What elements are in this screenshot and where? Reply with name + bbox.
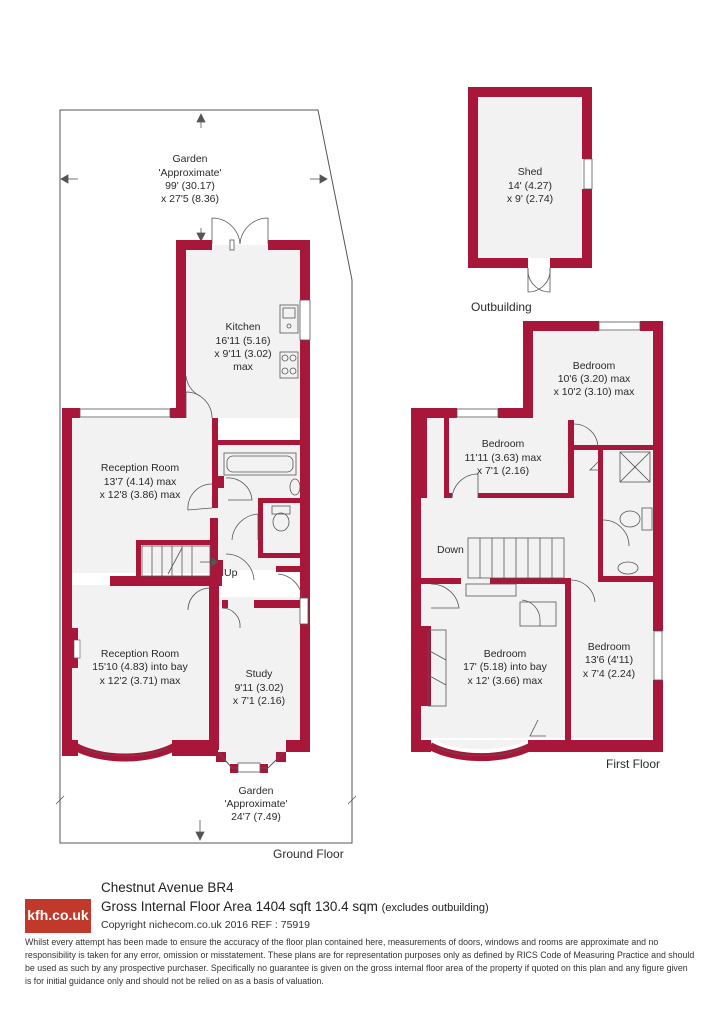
ground-floor-floors [72, 245, 300, 763]
ground-floor-walls [62, 240, 310, 773]
bedroom-rear-right-name: Bedroom [573, 360, 616, 372]
bedroom-front-right-name: Bedroom [588, 641, 631, 653]
bedroom-rear-right-dim1: 10'6 (3.20) max [558, 373, 631, 385]
garden-front-dim1: 24'7 (7.49) [231, 811, 281, 823]
kitchen-dim2: x 9'11 (3.02) [214, 348, 271, 360]
reception-rear-dim2: x 12'8 (3.86) max [100, 489, 182, 501]
gia-text: Gross Internal Floor Area 1404 sqft 130.… [101, 899, 378, 914]
disclaimer: Whilst every attempt has been made to en… [25, 937, 695, 986]
garden-boundary [59, 109, 353, 844]
kitchen-fittings [185, 304, 299, 397]
kitchen-name: Kitchen [225, 321, 260, 333]
ground-floor-doors [185, 391, 303, 629]
ground-floor-stairs [141, 545, 219, 577]
reception-rear-dim1: 13'7 (4.14) max [104, 476, 177, 488]
ground-floor-bathroom-fittings [223, 452, 301, 532]
bedroom-front-right-dim1: 13'6 (4'11) [585, 654, 633, 666]
stairs-up-label: Up [224, 567, 238, 579]
first-floor-walls [411, 321, 663, 752]
first-floor-title: First Floor [606, 757, 660, 771]
study-dim1: 9'11 (3.02) [234, 682, 283, 694]
shed-dim1: 14' (4.27) [508, 180, 552, 192]
bedroom-small-dim1: 11'11 (3.63) max [465, 452, 543, 464]
first-floor-fittings [427, 451, 653, 707]
bedroom-small-dim2: x 7'1 (2.16) [477, 465, 529, 477]
kitchen-french-doors [211, 217, 269, 251]
first-floor-doors [430, 423, 630, 737]
gross-internal-area: Gross Internal Floor Area 1404 sqft 130.… [101, 899, 489, 914]
garden-rear-note: 'Approximate' [159, 167, 222, 179]
bay-window-first-floor [428, 742, 534, 762]
bedroom-front-dim2: x 12' (3.66) max [468, 675, 544, 687]
ground-floor-title: Ground Floor [273, 847, 344, 861]
garden-front-name: Garden [238, 785, 273, 797]
shed-walls [468, 87, 592, 268]
first-floor-stairs [465, 537, 565, 627]
logo-text: kfh.co.uk [27, 907, 89, 923]
first-floor-windows [456, 321, 663, 681]
reception-front-dim1: 15'10 (4.83) into bay [92, 661, 188, 673]
reception-front-dim2: x 12'2 (3.71) max [100, 675, 182, 687]
garden-rear-name: Garden [172, 153, 207, 165]
bedroom-front-dim1: 17' (5.18) into bay [463, 661, 547, 673]
kitchen-dim1: 16'11 (5.16) [216, 335, 271, 347]
outbuilding-title: Outbuilding [471, 300, 532, 314]
kfh-logo: kfh.co.uk [25, 899, 91, 933]
shed-name: Shed [518, 166, 543, 178]
gia-note: (excludes outbuilding) [381, 902, 489, 914]
bedroom-rear-right-dim2: x 10'2 (3.10) max [554, 386, 636, 398]
garden-front-note: 'Approximate' [225, 798, 288, 810]
bedroom-small-name: Bedroom [482, 438, 525, 450]
kitchen-dim3: max [233, 361, 254, 373]
garden-rear-dim1: 99' (30.17) [165, 180, 215, 192]
copyright: Copyright nichecom.co.uk 2016 REF : 7591… [101, 919, 310, 931]
study-dim2: x 7'1 (2.16) [233, 695, 285, 707]
ground-floor-windows [79, 299, 311, 773]
garden-rear-dim2: x 27'5 (8.36) [161, 193, 219, 205]
reception-front-name: Reception Room [101, 648, 179, 660]
reception-rear-name: Reception Room [101, 462, 179, 474]
bedroom-front-name: Bedroom [484, 648, 527, 660]
floor-plan: Garden 'Approximate' 99' (30.17) x 27'5 … [55, 87, 663, 861]
shed-doors [527, 267, 551, 293]
bedroom-front-right-dim2: x 7'4 (2.24) [583, 668, 635, 680]
property-address: Chestnut Avenue BR4 [101, 880, 234, 895]
stairs-down-label: Down [437, 544, 464, 556]
garden-dimension-arrows [55, 113, 357, 841]
bay-window-front-reception [72, 742, 178, 762]
shed-dim2: x 9' (2.74) [507, 193, 553, 205]
study-name: Study [246, 668, 274, 680]
